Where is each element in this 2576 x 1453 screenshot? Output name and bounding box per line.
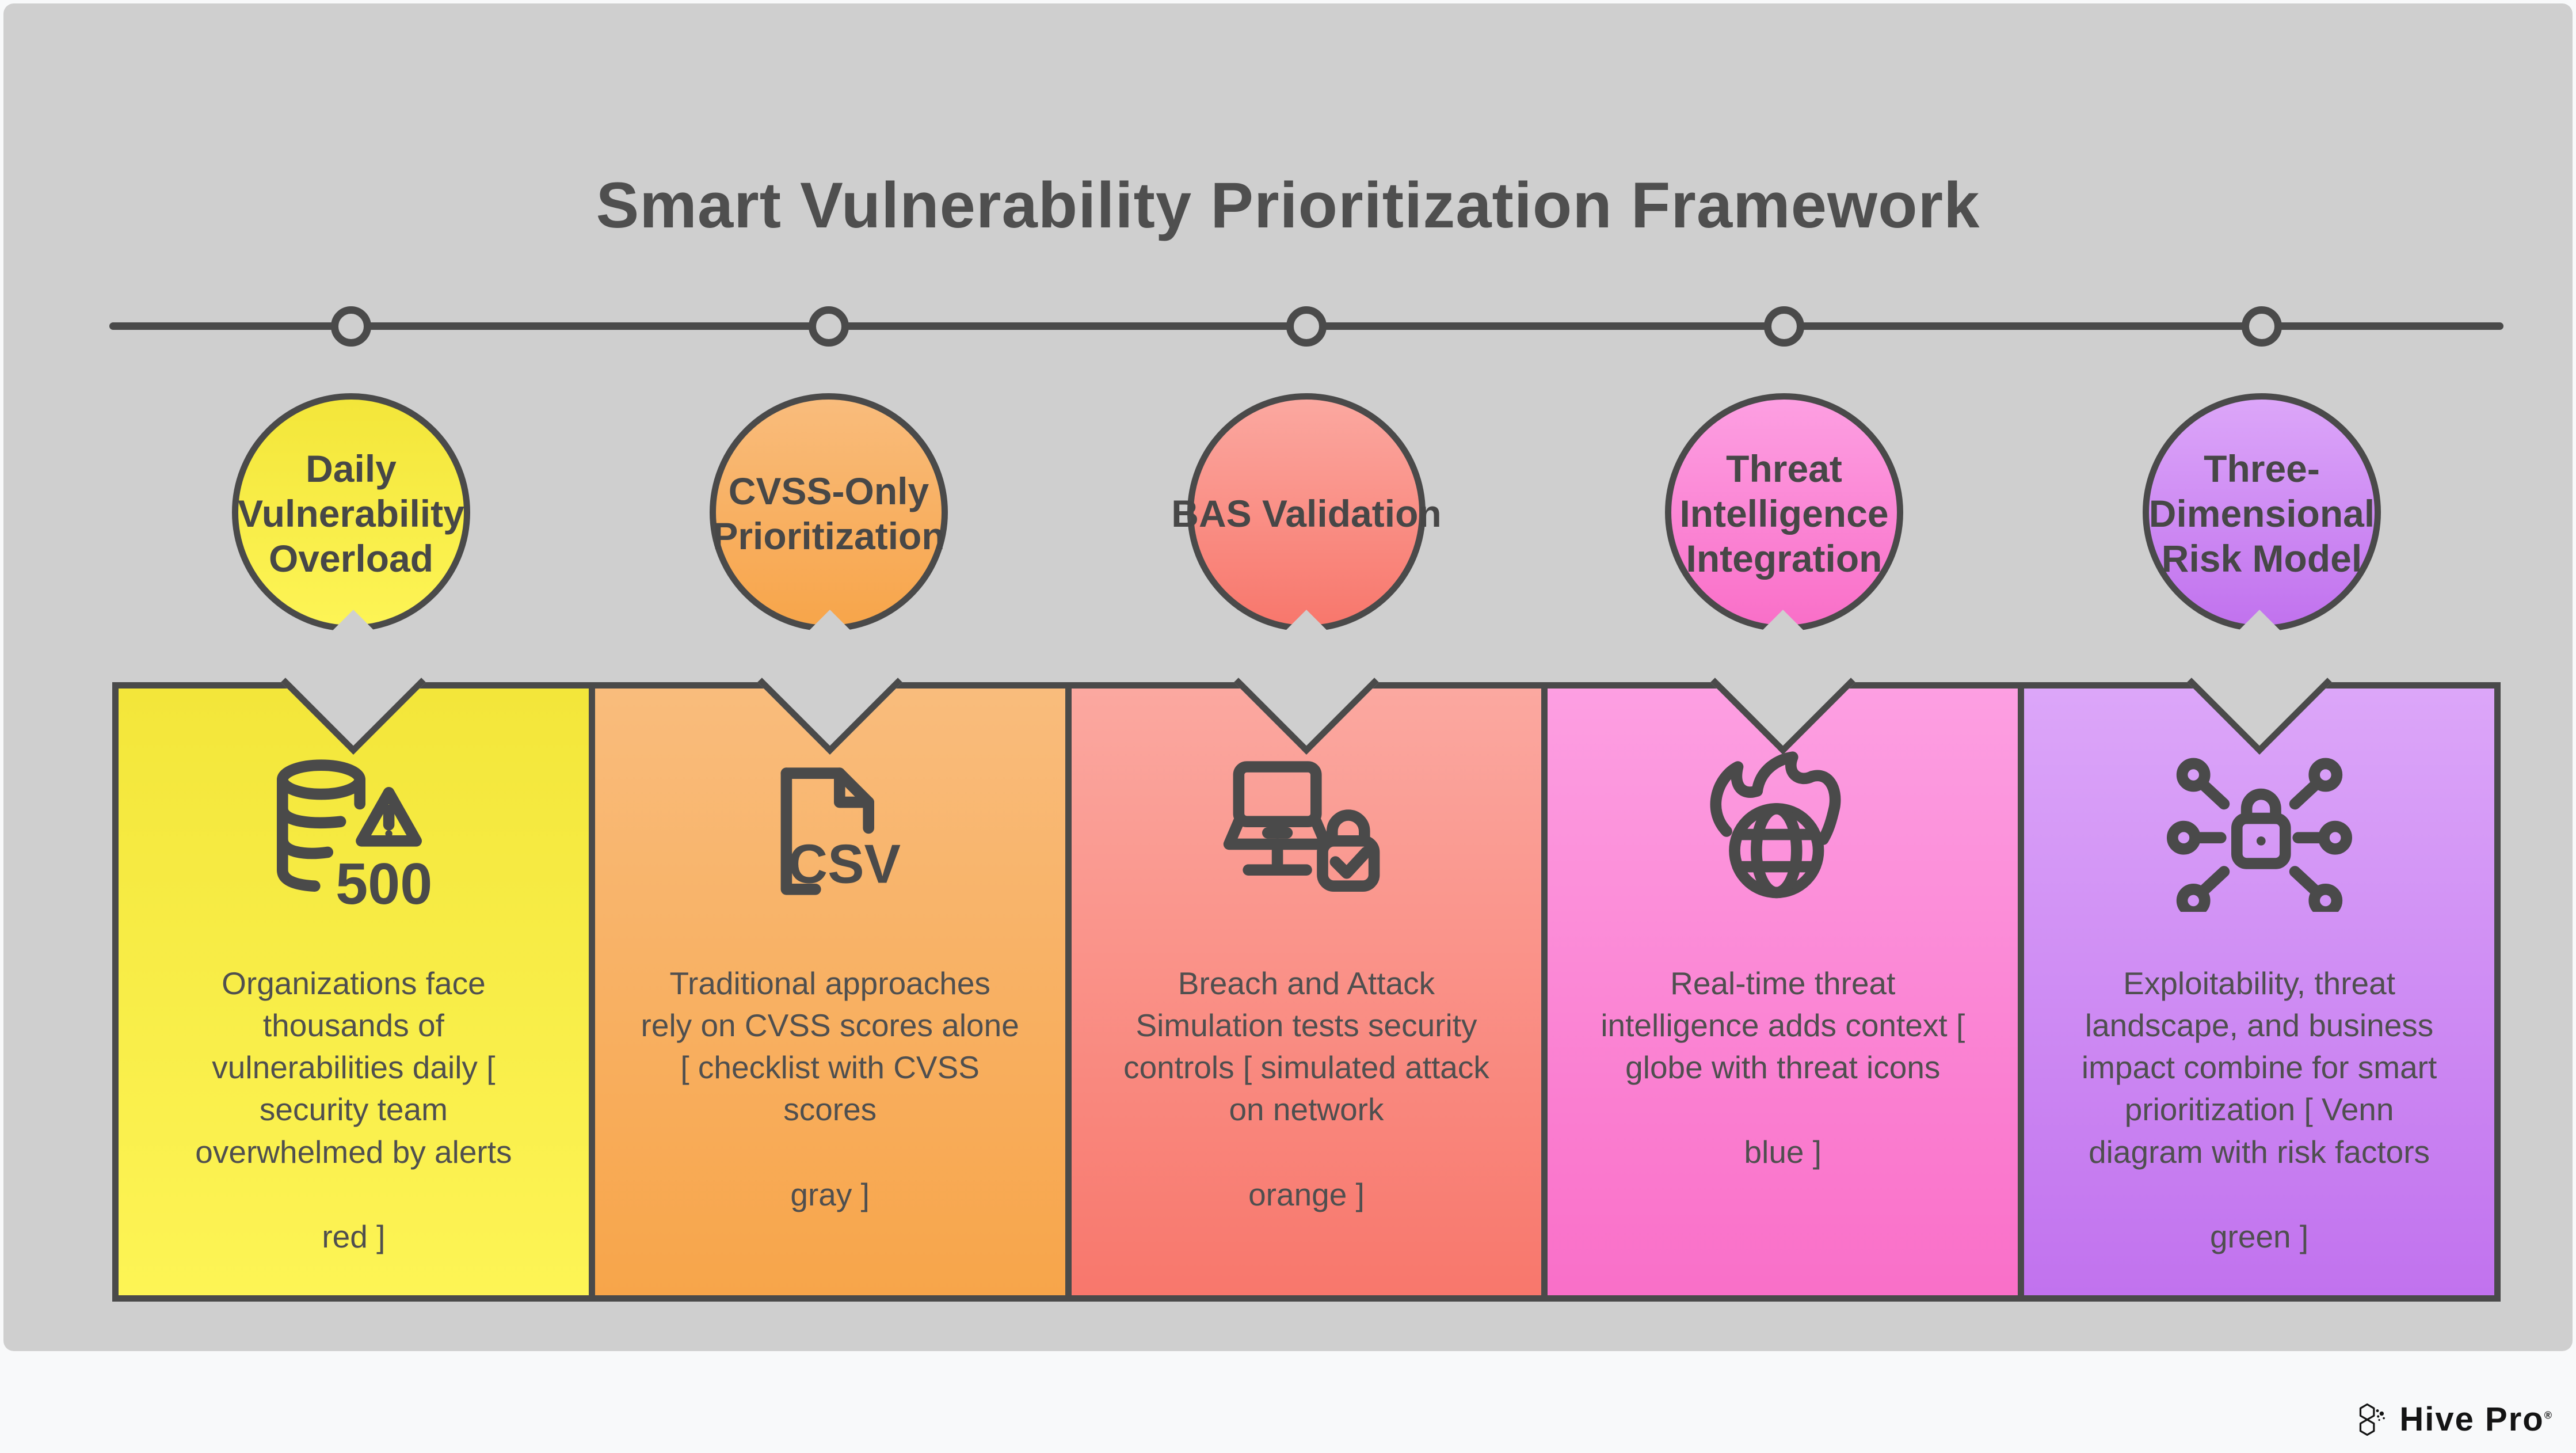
card-color-tag: red ] (322, 1218, 386, 1254)
brand-logo: Hive Pro® (2354, 1400, 2553, 1439)
monitor-lock-icon (1209, 751, 1404, 912)
timeline-nodes (112, 306, 2501, 347)
card-bas-validation: Breach and Attack Simulation tests secur… (1065, 610, 1548, 1302)
page-title: Smart Vulnerability Prioritization Frame… (596, 169, 1980, 241)
timeline-node (331, 306, 371, 347)
timeline-node (1286, 306, 1327, 347)
card-color-tag: green ] (2209, 1218, 2309, 1254)
step-circle-label: CVSS-Only Prioritization (712, 470, 945, 557)
card-color-tag: blue ] (1744, 1134, 1822, 1170)
globe-flame-icon (1685, 751, 1881, 912)
step-circle-three-dimensional-risk-model (2143, 393, 2381, 632)
svg-text:CSV: CSV (788, 834, 901, 895)
step-circle-label: Three-Dimensional Risk Model (2148, 447, 2375, 580)
step-cards: 500 Organizations face thousands of vuln… (112, 610, 2501, 1302)
database-alert-icon: 500 (256, 751, 451, 912)
step-circle-label: Daily Vulnerability Overload (238, 447, 464, 580)
card-description: Organizations face thousands of vulnerab… (195, 965, 512, 1170)
card-description: Exploitability, threat landscape, and bu… (2081, 965, 2437, 1170)
card-description: Traditional approaches rely on CVSS scor… (641, 965, 1019, 1128)
step-circles: Daily Vulnerability Overload CVSS-Only P… (112, 393, 2501, 635)
card-description: Breach and Attack Simulation tests secur… (1123, 965, 1489, 1128)
timeline-node (809, 306, 849, 347)
lock-network-icon (2162, 751, 2357, 912)
card-daily-vulnerability-overload: 500 Organizations face thousands of vuln… (112, 610, 595, 1302)
brand-name: Hive Pro® (2399, 1401, 2553, 1438)
registered-mark: ® (2544, 1409, 2553, 1421)
svg-text:500: 500 (336, 852, 432, 912)
card-three-dimensional-risk-model: Exploitability, threat landscape, and bu… (2018, 610, 2501, 1302)
timeline-node (2242, 306, 2282, 347)
card-description: Real-time threat intelligence adds conte… (1601, 965, 1965, 1086)
card-color-tag: gray ] (790, 1176, 870, 1212)
step-circle-bas-validation (1187, 393, 1426, 632)
hive-hexagon-icon (2360, 1403, 2386, 1436)
timeline-node (1764, 306, 1804, 347)
step-circle-label: Threat Intelligence Integration (1679, 447, 1889, 580)
card-color-tag: orange ] (1248, 1176, 1365, 1212)
csv-file-icon: CSV (732, 751, 928, 912)
step-circle-label: BAS Validation (1171, 492, 1442, 535)
card-cvss-only-prioritization: CSV Traditional approaches rely on CVSS … (588, 610, 1072, 1302)
card-threat-intelligence-integration: Real-time threat intelligence adds conte… (1541, 610, 2025, 1302)
